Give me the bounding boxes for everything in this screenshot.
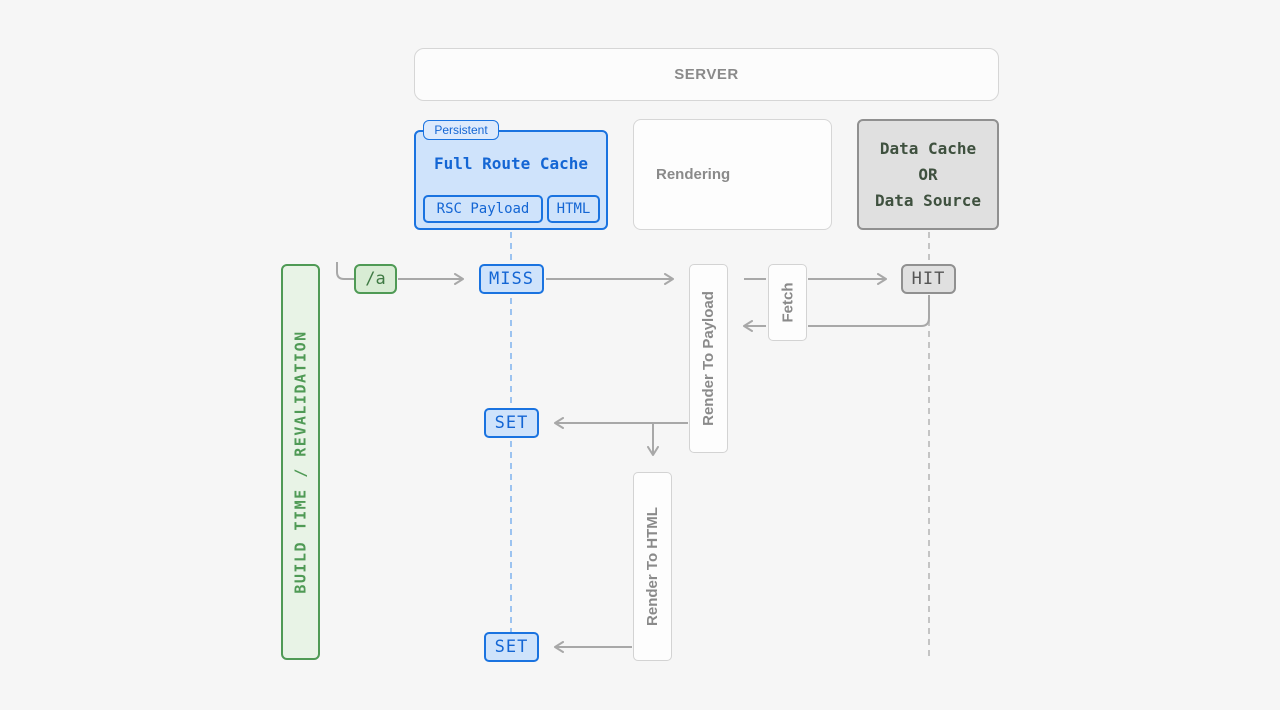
rsc-payload-chip: RSC Payload xyxy=(423,195,543,223)
hit-badge: HIT xyxy=(901,264,956,294)
set-html-badge: SET xyxy=(484,632,539,662)
render-to-payload-label: Render To Payload xyxy=(700,291,718,426)
render-to-html-box: Render To HTML xyxy=(633,472,672,661)
rendering-label: Rendering xyxy=(656,166,731,183)
data-cache-line-1: Data Cache xyxy=(879,138,977,158)
full-route-cache-box: Full Route Cache RSC Payload HTML xyxy=(414,130,608,230)
miss-badge: MISS xyxy=(479,264,544,294)
render-to-html-label: Render To HTML xyxy=(644,507,662,626)
full-route-cache-title: Full Route Cache xyxy=(433,154,589,173)
data-cache-line-3: Data Source xyxy=(875,190,981,210)
fetch-box: Fetch xyxy=(768,264,807,341)
persistent-tag: Persistent xyxy=(423,120,499,140)
data-cache-box: Data Cache OR Data Source xyxy=(857,119,999,230)
server-label: SERVER xyxy=(674,66,739,83)
html-chip: HTML xyxy=(547,195,600,223)
server-header: SERVER xyxy=(414,48,999,101)
rendering-box: Rendering xyxy=(633,119,832,230)
set-payload-badge: SET xyxy=(484,408,539,438)
arrow-hit-return xyxy=(808,295,930,327)
data-cache-line-2: OR xyxy=(918,164,938,184)
request-hook xyxy=(336,262,354,280)
render-to-payload-box: Render To Payload xyxy=(689,264,728,453)
build-time-label: BUILD TIME / REVALIDATION xyxy=(291,330,310,594)
request-path-badge: /a xyxy=(354,264,397,294)
fetch-label: Fetch xyxy=(779,282,797,323)
build-time-bar: BUILD TIME / REVALIDATION xyxy=(281,264,320,660)
